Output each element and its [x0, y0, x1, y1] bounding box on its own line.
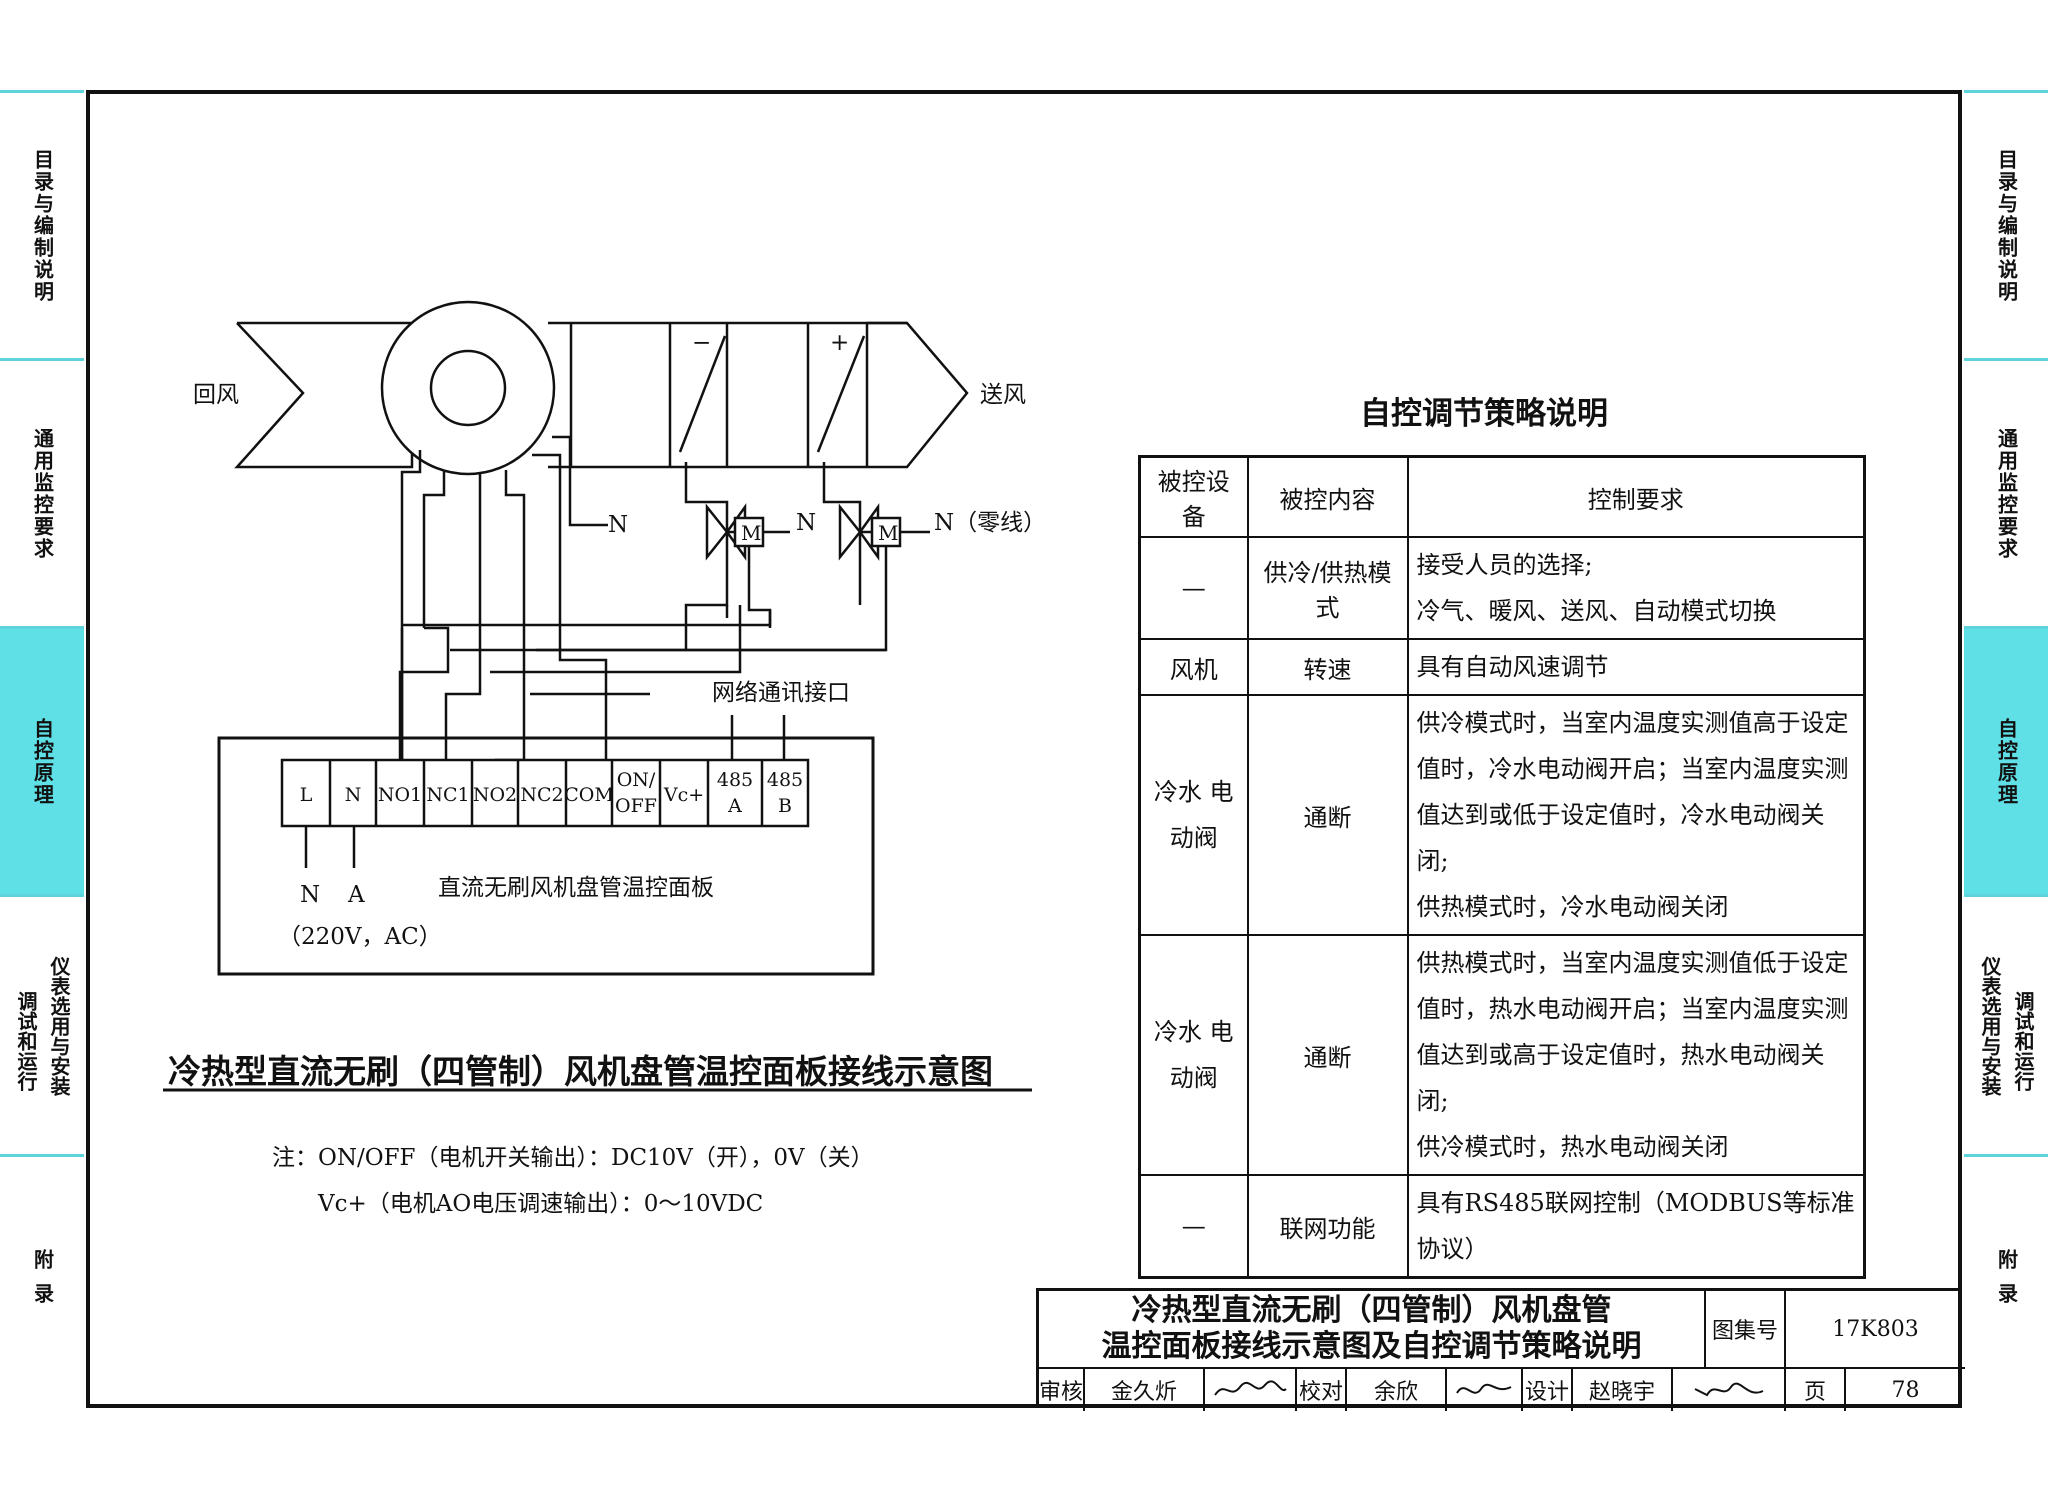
cell-device: 风机: [1138, 638, 1249, 696]
power-a-label: A: [347, 882, 365, 908]
tab-instrument-selection[interactable]: 仪表选用与安装调试和运行: [0, 894, 84, 1154]
header-requirement: 控制要求: [1406, 455, 1866, 538]
cell-device: —: [1138, 1174, 1249, 1279]
cell-content: 通断: [1246, 934, 1409, 1176]
power-spec-label: （220V，AC）: [278, 924, 442, 950]
minus-label: −: [692, 330, 711, 356]
terminal-label: NO1: [378, 784, 422, 806]
header-content: 被控内容: [1246, 455, 1409, 538]
title-block: 冷热型直流无刷（四管制）风机盘管 温控面板接线示意图及自控调节策略说明 图集号 …: [1036, 1288, 1965, 1411]
designer-signature: [1673, 1369, 1786, 1411]
cell-content: 供冷/供热模式: [1246, 536, 1409, 640]
drawing-frame: [86, 90, 1962, 1408]
tab-contents[interactable]: 目录与编制说明: [0, 90, 84, 358]
fan-inner: [429, 349, 507, 427]
review-label: 审核: [1039, 1369, 1085, 1411]
table-row: — 供冷/供热模式 接受人员的选择; 冷气、暖风、送风、自动模式切换: [1138, 536, 1866, 640]
tab-contents-right[interactable]: 目录与编制说明: [1964, 90, 2048, 358]
return-air-chevron: [234, 321, 414, 469]
cell-device: 冷水 电动阀: [1138, 934, 1249, 1176]
cell-requirement: 供冷模式时，当室内温度实测值高于设定 值时，冷水电动阀开启；当室内温度实测 值达…: [1406, 694, 1866, 936]
return-air-label: 回风: [193, 382, 239, 408]
terminal-label: ON/OFF: [615, 769, 657, 817]
table-row: 冷水 电动阀 通断 供热模式时，当室内温度实测值低于设定 值时，热水电动阀开启；…: [1138, 934, 1866, 1176]
cell-device: 冷水 电动阀: [1138, 694, 1249, 936]
cell-device: —: [1138, 536, 1249, 640]
tab-general-monitoring[interactable]: 通用监控要求: [0, 358, 84, 626]
plus-label: +: [830, 330, 849, 356]
table-header-row: 被控设备 被控内容 控制要求: [1138, 455, 1866, 538]
note-line-2: Vc+（电机AO电压调速输出）：0～10VDC: [318, 1191, 764, 1217]
strategy-table: 被控设备 被控内容 控制要求 — 供冷/供热模式 接受人员的选择; 冷气、暖风、…: [1138, 455, 1866, 1279]
tab-appendix-right[interactable]: 附录: [1964, 1154, 2048, 1408]
drawing-title: 冷热型直流无刷（四管制）风机盘管 温控面板接线示意图及自控调节策略说明: [1039, 1291, 1706, 1369]
terminal-label: NC1: [426, 784, 469, 806]
design-label: 设计: [1523, 1369, 1573, 1411]
cell-requirement: 具有RS485联网控制（MODBUS等标准协议）: [1406, 1174, 1866, 1279]
panel-label: 直流无刷风机盘管温控面板: [438, 875, 714, 901]
cell-requirement: 具有自动风速调节: [1406, 638, 1866, 696]
diagram-title: 冷热型直流无刷（四管制）风机盘管温控面板接线示意图: [168, 1052, 993, 1091]
checker-signature: [1447, 1369, 1523, 1411]
check-label: 校对: [1297, 1369, 1347, 1411]
tab-control-principle-right[interactable]: 自控原理: [1964, 626, 2048, 894]
duct-top: [548, 321, 969, 469]
terminal-label: COM: [564, 784, 614, 806]
tab-general-monitoring-right[interactable]: 通用监控要求: [1964, 358, 2048, 626]
cold-valve-motor: M: [741, 521, 761, 545]
strategy-title: 自控调节策略说明: [1360, 396, 1608, 432]
header-device: 被控设备: [1138, 455, 1249, 538]
note-line-1: 注：ON/OFF（电机开关输出）：DC10V（开），0V（关）: [272, 1145, 874, 1171]
table-row: — 联网功能 具有RS485联网控制（MODBUS等标准协议）: [1138, 1174, 1866, 1279]
terminal-label: Vc+: [663, 784, 704, 806]
controller-panel: [217, 736, 875, 976]
terminal-label: NC2: [520, 784, 563, 806]
supply-air-label: 送风: [980, 382, 1026, 408]
reviewer-name: 金久炘: [1085, 1369, 1205, 1411]
network-port-label: 网络通讯接口: [712, 680, 850, 706]
terminal-label: N: [345, 784, 362, 806]
atlas-number: 17K803: [1786, 1291, 1965, 1369]
cell-requirement: 供热模式时，当室内温度实测值低于设定 值时，热水电动阀开启；当室内温度实测 值达…: [1406, 934, 1866, 1176]
cell-content: 联网功能: [1246, 1174, 1409, 1279]
left-sidebar: 目录与编制说明 通用监控要求 自控原理 仪表选用与安装调试和运行 附录: [0, 90, 84, 1408]
tab-appendix[interactable]: 附录: [0, 1154, 84, 1408]
page-label: 页: [1786, 1369, 1846, 1411]
terminal-label: L: [300, 784, 313, 806]
cell-content: 通断: [1246, 694, 1409, 936]
cell-content: 转速: [1246, 638, 1409, 696]
atlas-label: 图集号: [1706, 1291, 1786, 1369]
fan-outer: [380, 300, 556, 476]
tab-instrument-selection-right[interactable]: 调试和运行仪表选用与安装: [1964, 894, 2048, 1154]
designer-name: 赵晓宇: [1573, 1369, 1673, 1411]
page-number: 78: [1891, 1377, 1920, 1403]
fan-neutral-label: N: [608, 512, 628, 538]
terminal-label: NO2: [473, 784, 517, 806]
tab-control-principle[interactable]: 自控原理: [0, 626, 84, 894]
cell-requirement: 接受人员的选择; 冷气、暖风、送风、自动模式切换: [1406, 536, 1866, 640]
right-sidebar: 目录与编制说明 通用监控要求 自控原理 调试和运行仪表选用与安装 附录: [1964, 90, 2048, 1408]
hot-valve-neutral-label: N（零线）: [934, 510, 1046, 536]
table-row: 风机 转速 具有自动风速调节: [1138, 638, 1866, 696]
cold-valve-neutral-label: N: [796, 510, 816, 536]
terminal-block: [280, 758, 810, 828]
hot-valve-motor: M: [878, 521, 898, 545]
reviewer-signature: [1205, 1369, 1297, 1411]
table-row: 冷水 电动阀 通断 供冷模式时，当室内温度实测值高于设定 值时，冷水电动阀开启；…: [1138, 694, 1866, 936]
checker-name: 余欣: [1347, 1369, 1447, 1411]
power-n-label: N: [300, 882, 320, 908]
